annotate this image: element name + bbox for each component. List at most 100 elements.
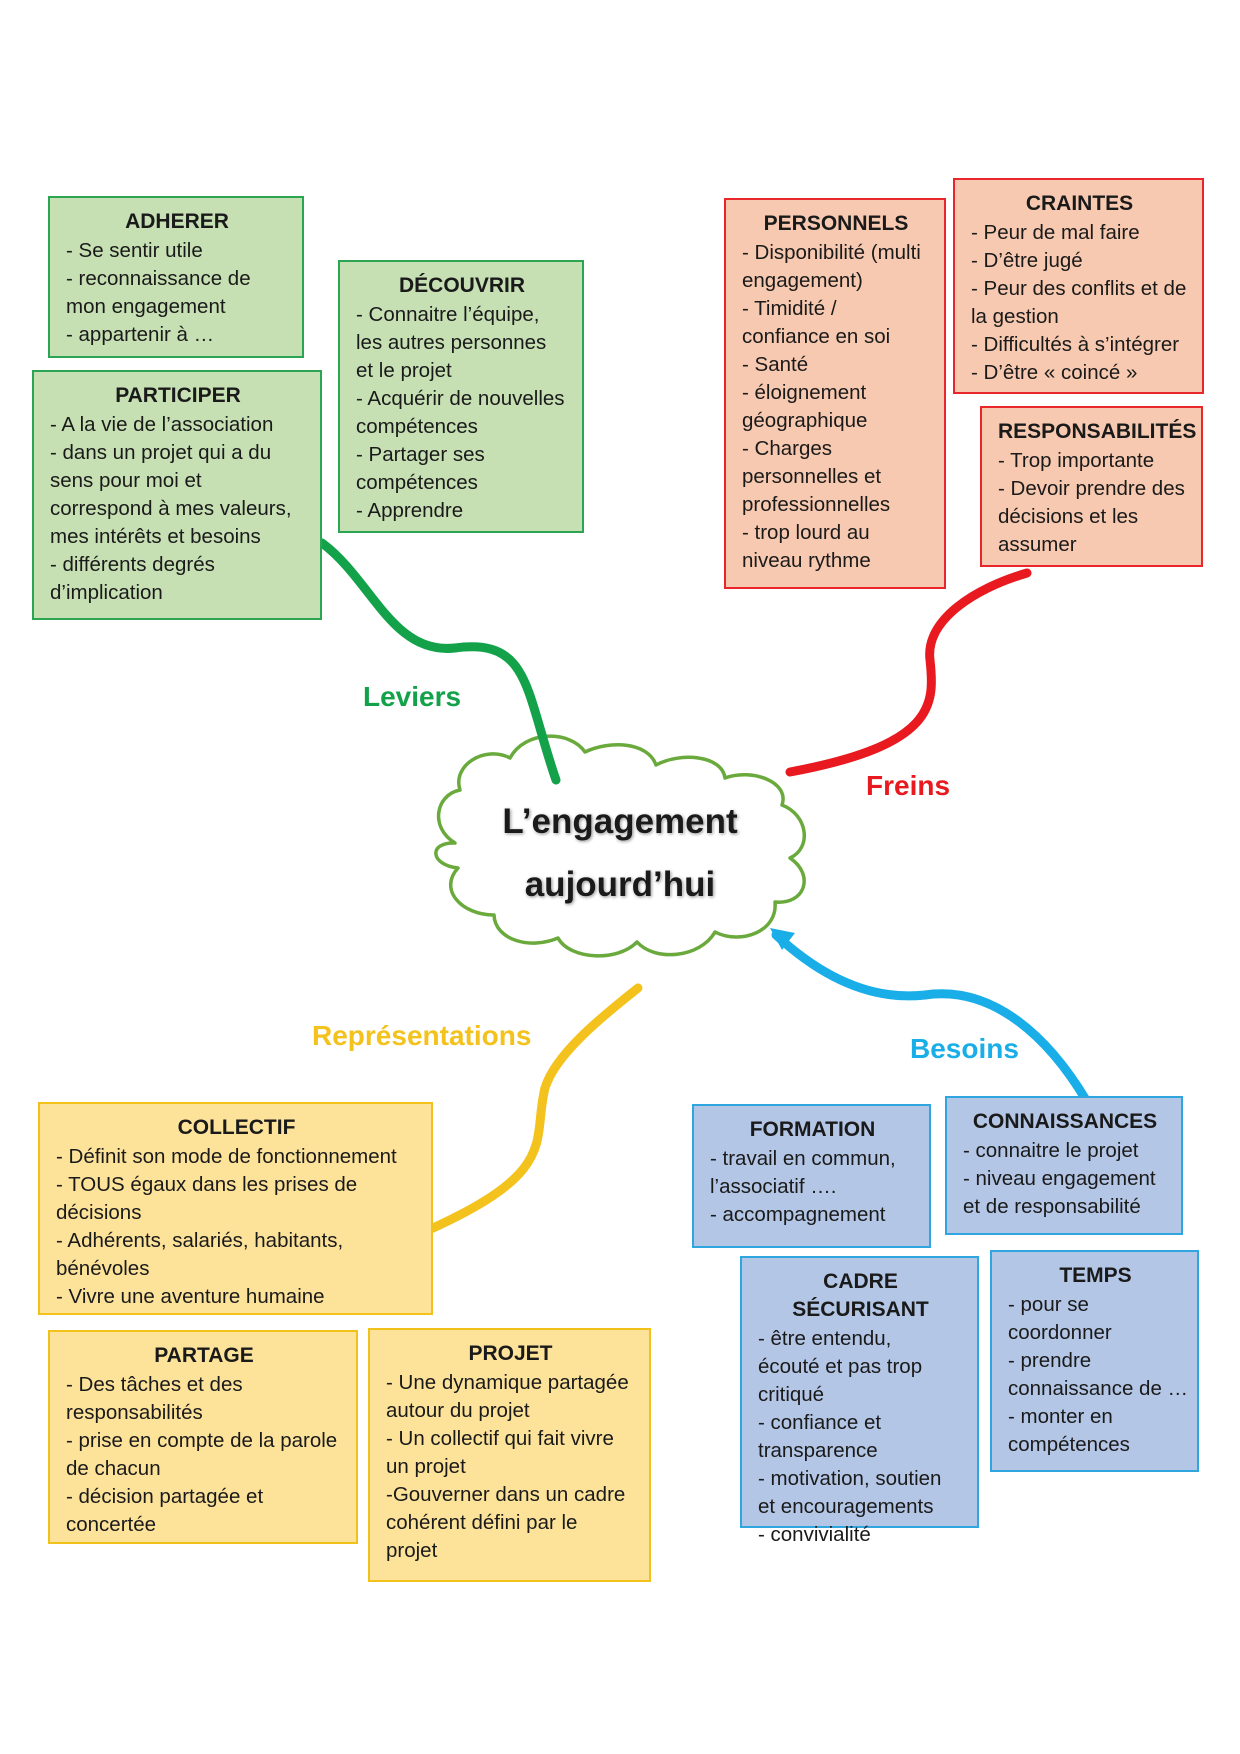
box-line: de chacun <box>66 1457 161 1480</box>
box-line: un projet <box>386 1455 466 1478</box>
box-line: engagement) <box>742 269 863 292</box>
box-title: CONNAISSANCES <box>972 1110 1158 1133</box>
box-line: - Définit son mode de fonctionnement <box>56 1145 397 1168</box>
box-line: connaissance de … <box>1008 1377 1189 1400</box>
box-line: - éloignement <box>742 381 867 404</box>
box-line: - appartenir à … <box>66 323 215 346</box>
box-title: CADRE SÉCURISANT <box>792 1270 929 1321</box>
box-line: - Charges <box>742 437 833 460</box>
box-line: - reconnaissance de <box>66 267 251 290</box>
branch-label-freins: Freins <box>866 770 951 801</box>
box-line: - Peur de mal faire <box>971 221 1140 244</box>
branch-label-representations: Représentations <box>312 1020 532 1051</box>
box-line: - convivialité <box>758 1523 871 1546</box>
box-line: critiqué <box>758 1383 825 1406</box>
box-participer: PARTICIPER - A la vie de l’association -… <box>32 370 322 620</box>
box-line: - Acquérir de nouvelles <box>356 387 565 410</box>
center-title-line1: L’engagement <box>502 802 738 841</box>
box-line: -Gouverner dans un cadre <box>386 1483 626 1506</box>
box-line: concertée <box>66 1513 157 1536</box>
box-line: - Une dynamique partagée <box>386 1371 629 1394</box>
box-line: - différents degrés <box>50 553 215 576</box>
box-line: - prendre <box>1008 1349 1092 1372</box>
box-connaissances: CONNAISSANCES - connaitre le projet - ni… <box>945 1096 1183 1235</box>
box-line: - dans un projet qui a du <box>50 441 272 464</box>
box-line: responsabilités <box>66 1401 203 1424</box>
box-line: compétences <box>356 415 478 438</box>
box-line: la gestion <box>971 305 1059 328</box>
box-line: - travail en commun, <box>710 1147 896 1170</box>
box-line: professionnelles <box>742 493 891 516</box>
box-line: autour du projet <box>386 1399 530 1422</box>
box-title: PROJET <box>468 1342 553 1365</box>
box-line: - Un collectif qui fait vivre <box>386 1427 614 1450</box>
box-title: CRAINTES <box>1025 192 1134 215</box>
box-title: PERSONNELS <box>763 212 909 235</box>
box-line: - Devoir prendre des <box>998 477 1185 500</box>
box-line: - être entendu, <box>758 1327 892 1350</box>
box-line: - Trop importante <box>998 449 1155 472</box>
box-line: bénévoles <box>56 1257 150 1280</box>
box-line: - monter en <box>1008 1405 1113 1428</box>
box-projet: PROJET - Une dynamique partagée autour d… <box>368 1328 651 1582</box>
box-title: COLLECTIF <box>177 1116 296 1139</box>
box-line: - Peur des conflits et de <box>971 277 1187 300</box>
box-line: - Partager ses <box>356 443 485 466</box>
box-line: - D’être jugé <box>971 249 1083 272</box>
box-line: et encouragements <box>758 1495 934 1518</box>
box-title: FORMATION <box>749 1118 876 1141</box>
box-line: - Se sentir utile <box>66 239 203 262</box>
box-line: compétences <box>1008 1433 1130 1456</box>
box-line: - A la vie de l’association <box>50 413 274 436</box>
center-title: L’engagement aujourd’hui <box>480 790 760 916</box>
box-temps: TEMPS - pour se coordonner - prendre con… <box>990 1250 1199 1472</box>
box-cadre-securisant: CADRE SÉCURISANT - être entendu, écouté … <box>740 1256 979 1546</box>
box-line: l’associatif …. <box>710 1175 837 1198</box>
box-title: ADHERER <box>125 210 229 233</box>
box-collectif: COLLECTIF - Définit son mode de fonction… <box>38 1102 433 1315</box>
box-line: - Des tâches et des <box>66 1373 243 1396</box>
box-line: correspond à mes valeurs, <box>50 497 292 520</box>
box-line: les autres personnes <box>356 331 547 354</box>
box-line: - D’être « coincé » <box>971 361 1138 384</box>
box-responsabilites: RESPONSABILITÉS - Trop importante - Devo… <box>980 406 1203 567</box>
box-line: - niveau engagement <box>963 1167 1156 1190</box>
box-line: décisions <box>56 1201 142 1224</box>
box-line: - Connaitre l’équipe, <box>356 303 540 326</box>
box-line: sens pour moi et <box>50 469 202 492</box>
box-line: d’implication <box>50 581 163 604</box>
box-title: PARTAGE <box>154 1344 254 1367</box>
box-line: mon engagement <box>66 295 226 318</box>
box-line: - pour se <box>1008 1293 1089 1316</box>
box-line: - connaitre le projet <box>963 1139 1139 1162</box>
box-line: géographique <box>742 409 868 432</box>
box-line: décisions et les <box>998 505 1139 528</box>
box-adherer: ADHERER - Se sentir utile - reconnaissan… <box>48 196 304 358</box>
representations-connector <box>428 983 643 1233</box>
center-title-line2: aujourd’hui <box>524 865 716 904</box>
cloud-shape <box>434 734 806 958</box>
box-personnels: PERSONNELS - Disponibilité (multi engage… <box>724 198 946 589</box>
box-partage: PARTAGE - Des tâches et des responsabili… <box>48 1330 358 1544</box>
box-craintes: CRAINTES - Peur de mal faire - D’être ju… <box>953 178 1204 394</box>
box-title: RESPONSABILITÉS <box>998 420 1197 443</box>
box-line: - Apprendre <box>356 499 464 522</box>
besoins-connector-tip <box>770 928 795 950</box>
box-line: écouté et pas trop <box>758 1355 923 1378</box>
box-title: PARTICIPER <box>115 384 241 407</box>
box-line: transparence <box>758 1439 878 1462</box>
box-line: - prise en compte de la parole <box>66 1429 338 1452</box>
box-line: - TOUS égaux dans les prises de <box>56 1173 358 1196</box>
box-title: TEMPS <box>1059 1264 1132 1287</box>
box-line: mes intérêts et besoins <box>50 525 261 548</box>
box-line: confiance en soi <box>742 325 891 348</box>
box-line: coordonner <box>1008 1321 1112 1344</box>
box-line: personnelles et <box>742 465 882 488</box>
box-title: DÉCOUVRIR <box>398 274 525 297</box>
box-line: assumer <box>998 533 1077 556</box>
box-line: - Adhérents, salariés, habitants, <box>56 1229 344 1252</box>
box-line: et de responsabilité <box>963 1195 1141 1218</box>
box-line: - Vivre une aventure humaine <box>56 1285 325 1308</box>
box-line: - motivation, soutien <box>758 1467 942 1490</box>
box-line: niveau rythme <box>742 549 871 572</box>
